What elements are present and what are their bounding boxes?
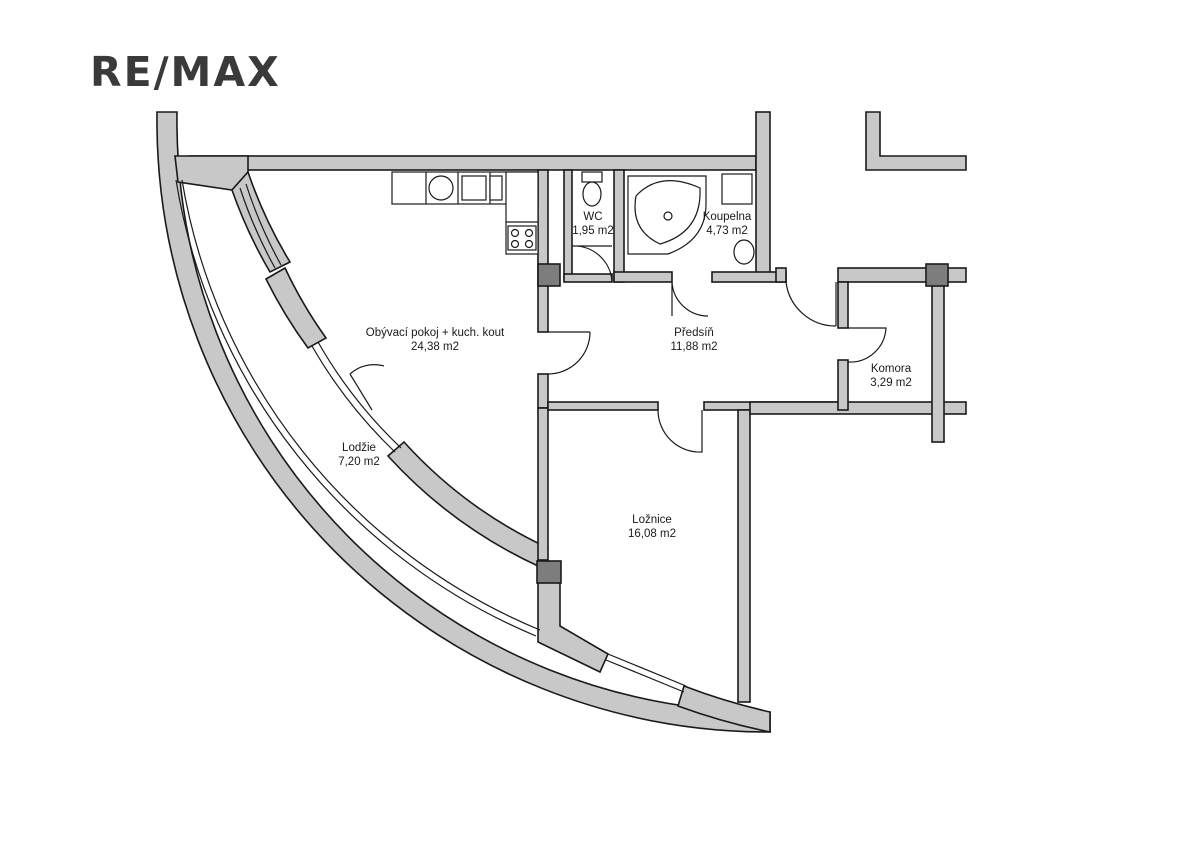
door-hall-right bbox=[785, 281, 837, 327]
window-1 bbox=[239, 183, 282, 269]
sink bbox=[461, 175, 487, 201]
loggia-rail bbox=[175, 179, 537, 637]
komora-left-wall-lower bbox=[837, 359, 849, 411]
door-koupelna bbox=[671, 281, 709, 317]
room-label-loznice: Ložnice 16,08 m2 bbox=[628, 513, 676, 541]
room-label-komora: Komora 3,29 m2 bbox=[870, 362, 912, 390]
column-komora bbox=[925, 263, 949, 287]
room-area-koupelna: 4,73 m2 bbox=[706, 225, 748, 237]
remax-logo: RE/MAX bbox=[90, 48, 281, 96]
room-area-komora: 3,29 m2 bbox=[870, 377, 912, 389]
room-label-obyvaci: Obývací pokoj + kuch. kout 24,38 m2 bbox=[366, 326, 504, 354]
komora-left-wall bbox=[837, 281, 849, 329]
koupelna-bottom-wall-right bbox=[711, 271, 787, 283]
toilet-bowl bbox=[582, 181, 602, 207]
wc-cistern bbox=[581, 171, 603, 183]
hall-bottom-wall-left bbox=[547, 401, 659, 411]
bedroom-right-wall bbox=[737, 409, 751, 703]
door-loggia bbox=[349, 364, 385, 411]
column-bedroom bbox=[536, 560, 562, 584]
room-name-obyvaci: Obývací pokoj + kuch. kout bbox=[365, 327, 505, 339]
hall-lower-right-wall bbox=[749, 401, 967, 415]
inner-curved-wall-1 bbox=[231, 170, 292, 274]
room-name-predsin: Předsíň bbox=[674, 327, 714, 339]
hall-right-wall-upper bbox=[775, 267, 787, 283]
inner-curved-wall-2 bbox=[264, 266, 328, 350]
room-name-komora: Komora bbox=[870, 363, 912, 375]
loggia-rail-inner bbox=[181, 179, 541, 631]
room-label-lodzie: Lodžie 7,20 m2 bbox=[338, 441, 380, 469]
sink-drain bbox=[489, 175, 503, 201]
room-label-koupelna: Koupelna 4,73 m2 bbox=[703, 210, 752, 238]
komora-right-wall bbox=[931, 281, 945, 443]
partition-living-hall-upper bbox=[537, 283, 549, 333]
wc-left-wall bbox=[563, 169, 573, 281]
wc-koupelna-wall bbox=[613, 169, 625, 283]
top-right-wall bbox=[755, 111, 771, 281]
door-living-hall bbox=[547, 331, 591, 375]
partition-living-bedroom bbox=[537, 407, 549, 561]
bedroom-outer-wall-1 bbox=[537, 581, 610, 674]
room-name-koupelna: Koupelna bbox=[702, 211, 752, 223]
partition-living-hall-lower bbox=[537, 373, 549, 409]
wc-bottom-wall bbox=[563, 273, 613, 283]
shower-tray bbox=[721, 173, 753, 205]
room-area-obyvaci: 24,38 m2 bbox=[411, 341, 459, 353]
column-kitchen bbox=[537, 263, 561, 287]
room-area-loznice: 16,08 m2 bbox=[628, 528, 676, 540]
door-wc bbox=[571, 245, 613, 283]
room-name-lodzie: Lodžie bbox=[342, 442, 376, 454]
bedroom-outer-wall-2 bbox=[677, 684, 771, 733]
room-area-wc: 1,95 m2 bbox=[572, 225, 614, 237]
room-name-wc: WC bbox=[583, 211, 603, 223]
window-bedroom bbox=[605, 653, 687, 693]
kitchen-round-fixture bbox=[428, 175, 454, 201]
top-wall bbox=[188, 155, 757, 171]
neighbour-wall bbox=[865, 111, 967, 171]
door-bedroom bbox=[657, 409, 703, 453]
room-label-predsin: Předsíň 11,88 m2 bbox=[670, 326, 717, 354]
room-name-loznice: Ložnice bbox=[632, 514, 672, 526]
room-label-wc: WC 1,95 m2 bbox=[572, 210, 614, 238]
koupelna-bottom-wall-left bbox=[613, 271, 673, 283]
window-2 bbox=[311, 341, 402, 453]
washbasin bbox=[733, 239, 755, 265]
room-area-lodzie: 7,20 m2 bbox=[338, 456, 380, 468]
room-area-predsin: 11,88 m2 bbox=[670, 341, 718, 353]
inner-curved-wall-3 bbox=[386, 440, 550, 568]
bathtub-drain bbox=[663, 211, 673, 221]
door-komora bbox=[847, 327, 887, 363]
